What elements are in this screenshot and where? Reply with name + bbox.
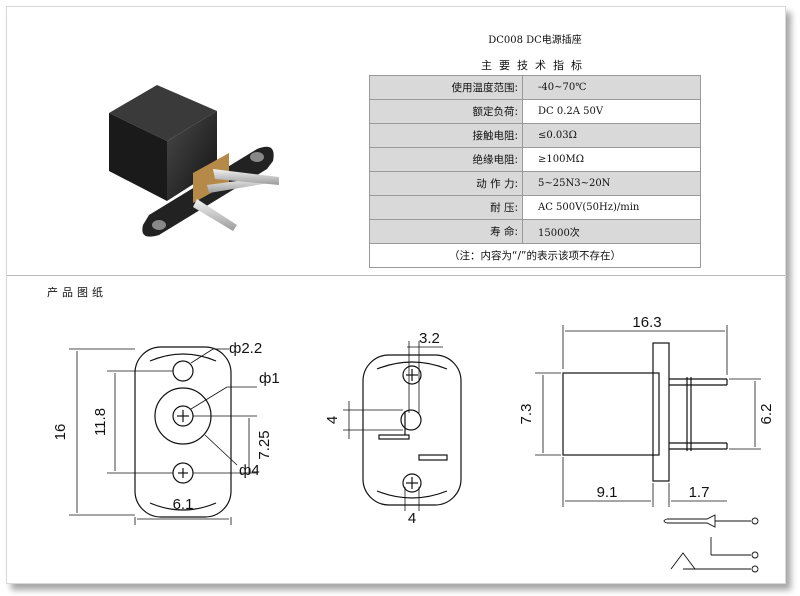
dim-hole-spacing: 11.8 [92, 408, 109, 436]
dim-body-height: 7.3 [518, 404, 535, 425]
section-title: 产品图纸 [47, 286, 107, 299]
spec-label: 寿 命: [369, 219, 523, 244]
spec-note-row: （注：内容为“/”的表示该项不存在） [369, 243, 701, 268]
dim-phi-body: ф4 [239, 462, 260, 479]
spec-label: 额定负荷: [369, 99, 523, 124]
back-view [343, 341, 462, 511]
dim-pin-len: 1.7 [689, 484, 710, 501]
spec-value: DC 0.2A 50V [522, 99, 701, 124]
spec-label: 绝缘电阻: [369, 147, 523, 172]
dim-height: 16 [52, 424, 69, 441]
section-divider [7, 275, 785, 276]
spec-note: （注：内容为“/”的表示该项不存在） [369, 243, 701, 268]
product-photo [109, 85, 279, 237]
dim-length: 16.3 [632, 314, 661, 331]
dim-back-bottom: 4 [408, 510, 416, 527]
spec-value: ≤0.03Ω [522, 123, 701, 148]
spec-value: 5~25N3~20N [522, 171, 701, 196]
spec-value: AC 500V(50Hz)/min [522, 195, 701, 220]
spec-label: 使用温度范围: [369, 75, 523, 100]
dim-width: 6.1 [173, 496, 194, 513]
spec-row: 动 作 力:5~25N3~20N [369, 171, 701, 196]
dim-body-len: 9.1 [597, 484, 618, 501]
dim-center: 7.25 [256, 430, 273, 459]
spec-row: 使用温度范围:-40~70℃ [369, 75, 701, 100]
spec-row: 耐 压:AC 500V(50Hz)/min [369, 195, 701, 220]
document-frame: DC008 DC电源插座 主要技术指标 使用温度范围:-40~70℃ 额定负荷:… [6, 6, 786, 584]
dim-phi-hole: ф2.2 [229, 340, 262, 357]
spec-label: 接触电阻: [369, 123, 523, 148]
spec-subtitle: 主要技术指标 [481, 59, 589, 72]
spec-value: -40~70℃ [522, 75, 701, 100]
side-view [535, 325, 761, 573]
front-view [69, 346, 257, 525]
dim-pin-height: 6.2 [758, 404, 775, 425]
spec-value: ≥100MΩ [522, 147, 701, 172]
schematic-symbol [663, 514, 759, 573]
dim-phi-pin: ф1 [259, 370, 280, 387]
spec-title: DC008 DC电源插座 [488, 35, 582, 46]
technical-drawing: ф2.2 ф1 ф4 16 11.8 7.25 6.1 3.2 4 4 16.3… [52, 314, 775, 573]
spec-row: 寿 命:15000次 [369, 219, 701, 244]
dim-back-left: 4 [324, 416, 341, 424]
spec-label: 动 作 力: [369, 171, 523, 196]
spec-table: 使用温度范围:-40~70℃ 额定负荷:DC 0.2A 50V 接触电阻:≤0.… [369, 75, 701, 268]
dim-slot: 3.2 [419, 330, 440, 347]
spec-row: 接触电阻:≤0.03Ω [369, 123, 701, 148]
spec-row: 绝缘电阻:≥100MΩ [369, 147, 701, 172]
spec-row: 额定负荷:DC 0.2A 50V [369, 99, 701, 124]
spec-value: 15000次 [522, 219, 701, 244]
spec-label: 耐 压: [369, 195, 523, 220]
